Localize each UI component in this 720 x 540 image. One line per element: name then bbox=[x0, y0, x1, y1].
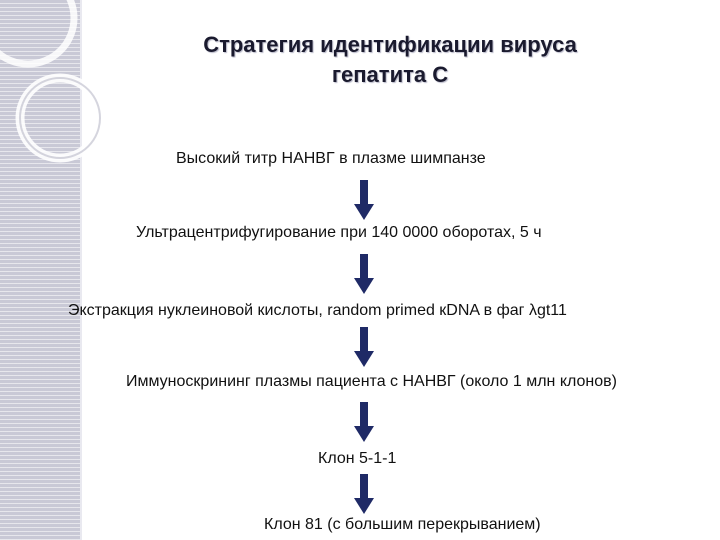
title-line-2: гепатита С bbox=[100, 60, 680, 90]
down-arrow-icon bbox=[354, 402, 374, 442]
step-3: Экстракция нуклеиновой кислоты, random p… bbox=[68, 302, 567, 320]
step-6: Клон 81 (с большим перекрыванием) bbox=[264, 516, 541, 534]
step-2: Ультрацентрифугирование при 140 0000 обо… bbox=[136, 224, 542, 242]
down-arrow-icon bbox=[354, 474, 374, 514]
down-arrow-icon bbox=[354, 327, 374, 367]
slide-title: Стратегия идентификации вируса гепатита … bbox=[100, 30, 680, 90]
step-4: Иммуноскрининг плазмы пациента с НАНВГ (… bbox=[126, 373, 617, 391]
step-5: Клон 5-1-1 bbox=[318, 450, 396, 468]
title-line-1: Стратегия идентификации вируса bbox=[100, 30, 680, 60]
down-arrow-icon bbox=[354, 180, 374, 220]
down-arrow-icon bbox=[354, 254, 374, 294]
step-1: Высокий титр НАНВГ в плазме шимпанзе bbox=[176, 150, 486, 168]
